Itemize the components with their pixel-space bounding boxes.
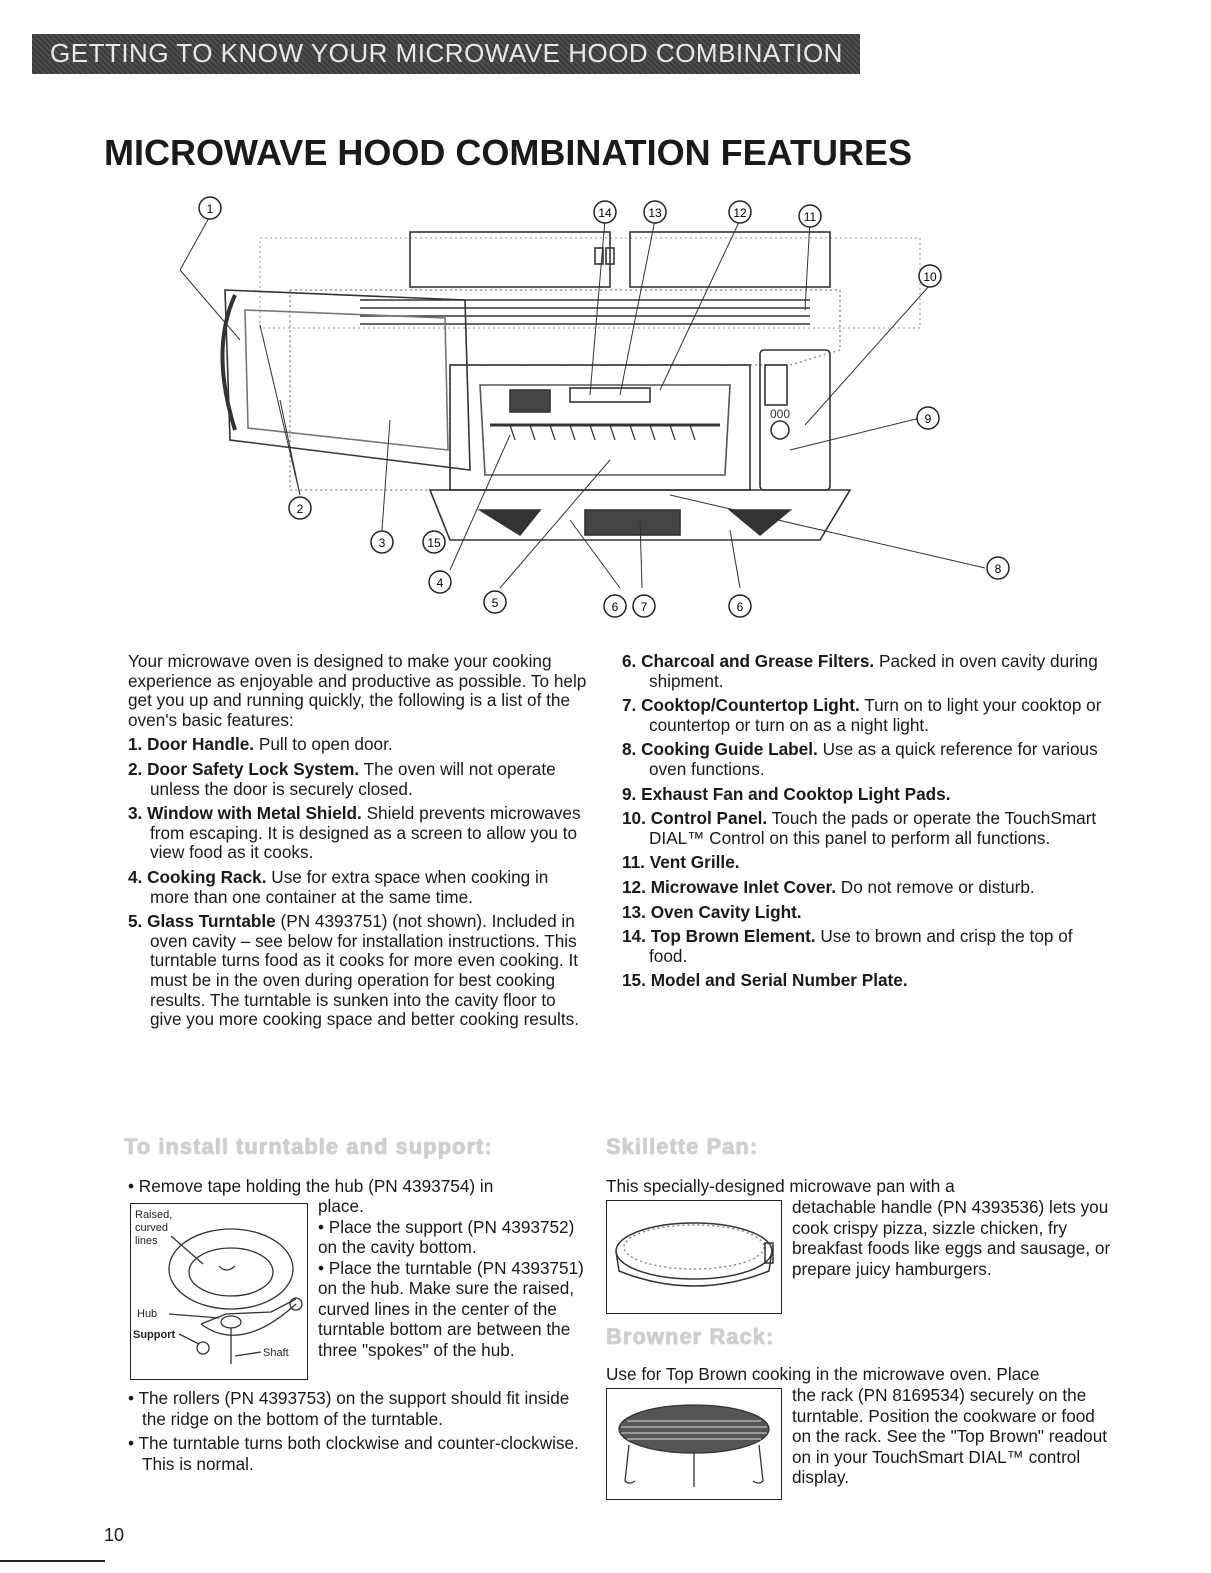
feature-item-2: 2. Door Safety Lock System. The oven wil…: [128, 758, 556, 799]
section-banner: GETTING TO KNOW YOUR MICROWAVE HOOD COMB…: [32, 34, 860, 74]
features-right-column: 6. Charcoal and Grease Filters. Packed i…: [622, 651, 1102, 996]
callout-13-icon: 13: [643, 200, 667, 224]
lines-label: lines: [135, 1235, 158, 1247]
install-bullets-beside-figure: place. • Place the support (PN 4393752) …: [318, 1196, 598, 1360]
raised-label: Raised,: [135, 1209, 172, 1221]
feature-item-6: 6. Charcoal and Grease Filters. Packed i…: [622, 651, 1098, 691]
skillette-body: detachable handle (PN 4393536) lets you …: [792, 1197, 1111, 1279]
callout-10-icon: 10: [918, 264, 942, 288]
svg-text:5: 5: [492, 596, 499, 610]
feature-item-10: 10. Control Panel. Touch the pads or ope…: [622, 808, 1097, 848]
callout-11-icon: 11: [798, 204, 822, 228]
install-bullet-1-lead: • Remove tape holding the hub (PN 439375…: [128, 1176, 494, 1196]
callout-2-icon: 2: [288, 496, 312, 520]
callout-1-icon: 1: [198, 196, 222, 220]
svg-text:8: 8: [995, 562, 1002, 576]
intro-paragraph: Your microwave oven is designed to make …: [128, 651, 587, 730]
svg-text:6: 6: [612, 600, 619, 614]
svg-text:000: 000: [770, 407, 790, 421]
curved-label: curved: [135, 1222, 168, 1234]
svg-text:9: 9: [925, 412, 932, 426]
svg-text:7: 7: [641, 600, 648, 614]
svg-text:10: 10: [923, 270, 937, 284]
feature-item-11: 11. Vent Grille.: [622, 852, 740, 873]
svg-text:11: 11: [804, 210, 817, 224]
features-left-column: Your microwave oven is designed to make …: [128, 651, 590, 1035]
svg-text:12: 12: [733, 206, 747, 220]
feature-item-8: 8. Cooking Guide Label. Use as a quick r…: [622, 739, 1098, 779]
install-bullet-1-tail: place.: [318, 1196, 364, 1216]
browner-body: the rack (PN 8169534) securely on the tu…: [792, 1385, 1108, 1487]
install-heading: To install turntable and support:: [124, 1134, 493, 1159]
callout-9-icon: 9: [916, 406, 940, 430]
section-banner-text: GETTING TO KNOW YOUR MICROWAVE HOOD COMB…: [50, 38, 843, 68]
skillette-lead: This specially-designed microwave pan wi…: [606, 1176, 955, 1196]
svg-text:15: 15: [427, 536, 441, 550]
callout-14-icon: 14: [593, 200, 617, 224]
footer-rule: [0, 1560, 105, 1562]
callout-7-icon: 7: [632, 594, 656, 618]
callout-4-icon: 4: [428, 570, 452, 594]
feature-item-1: 1. Door Handle. Pull to open door.: [128, 734, 393, 755]
svg-text:1: 1: [207, 202, 214, 216]
hub-label: Hub: [137, 1308, 157, 1320]
callout-3-icon: 3: [370, 530, 394, 554]
feature-item-4: 4. Cooking Rack. Use for extra space whe…: [128, 866, 549, 907]
browner-lead: Use for Top Brown cooking in the microwa…: [606, 1364, 1040, 1384]
callout-12-icon: 12: [728, 200, 752, 224]
feature-item-3: 3. Window with Metal Shield. Shield prev…: [128, 803, 581, 863]
shaft-label: Shaft: [263, 1347, 289, 1359]
svg-text:6: 6: [737, 600, 744, 614]
svg-text:2: 2: [297, 502, 304, 516]
feature-item-5: 5. Glass Turntable (PN 4393751) (not sho…: [128, 911, 579, 1030]
page-title: MICROWAVE HOOD COMBINATION FEATURES: [104, 132, 912, 173]
install-bullet-3: • Place the turntable (PN 4393751) on th…: [318, 1257, 584, 1360]
install-bullet-4: • The rollers (PN 4393753) on the suppor…: [128, 1388, 570, 1429]
skillette-pan-illustration: [615, 1222, 774, 1287]
feature-item-9: 9. Exhaust Fan and Cooktop Light Pads.: [622, 783, 951, 804]
skillette-pan-figure: [606, 1200, 782, 1314]
install-bullets-bottom: • The rollers (PN 4393753) on the suppor…: [128, 1388, 598, 1478]
page-number: 10: [104, 1525, 125, 1545]
svg-text:14: 14: [598, 206, 612, 220]
feature-item-13: 13. Oven Cavity Light.: [622, 901, 802, 922]
svg-text:4: 4: [437, 576, 444, 590]
callout-15-icon: 15: [422, 530, 446, 554]
feature-item-15: 15. Model and Serial Number Plate.: [622, 970, 908, 991]
install-bullet-2: • Place the support (PN 4393752) on the …: [318, 1216, 575, 1258]
install-bullet-5: • The turntable turns both clockwise and…: [128, 1433, 579, 1474]
skillette-heading: Skillette Pan:: [606, 1134, 759, 1159]
browner-heading: Browner Rack:: [606, 1324, 775, 1349]
turntable-figure: Raised, curved lines Hub Support Shaft: [130, 1203, 308, 1380]
browner-rack-figure: [606, 1388, 782, 1500]
svg-text:13: 13: [648, 206, 662, 220]
callout-8-icon: 8: [986, 556, 1010, 580]
browner-rack-illustration: [618, 1404, 770, 1487]
microwave-diagram: 000: [179, 196, 1010, 618]
feature-item-7: 7. Cooktop/Countertop Light. Turn on to …: [622, 695, 1102, 735]
callout-5-icon: 5: [483, 590, 507, 614]
turntable-illustration: Raised, curved lines Hub Support Shaft: [133, 1209, 303, 1364]
callout-6-icon: 6: [603, 594, 627, 618]
callout-6b-icon: 6: [728, 594, 752, 618]
svg-text:3: 3: [379, 536, 386, 550]
feature-item-12: 12. Microwave Inlet Cover. Do not remove…: [622, 876, 1035, 897]
feature-item-14: 14. Top Brown Element. Use to brown and …: [622, 926, 1073, 966]
support-label: Support: [133, 1329, 175, 1341]
